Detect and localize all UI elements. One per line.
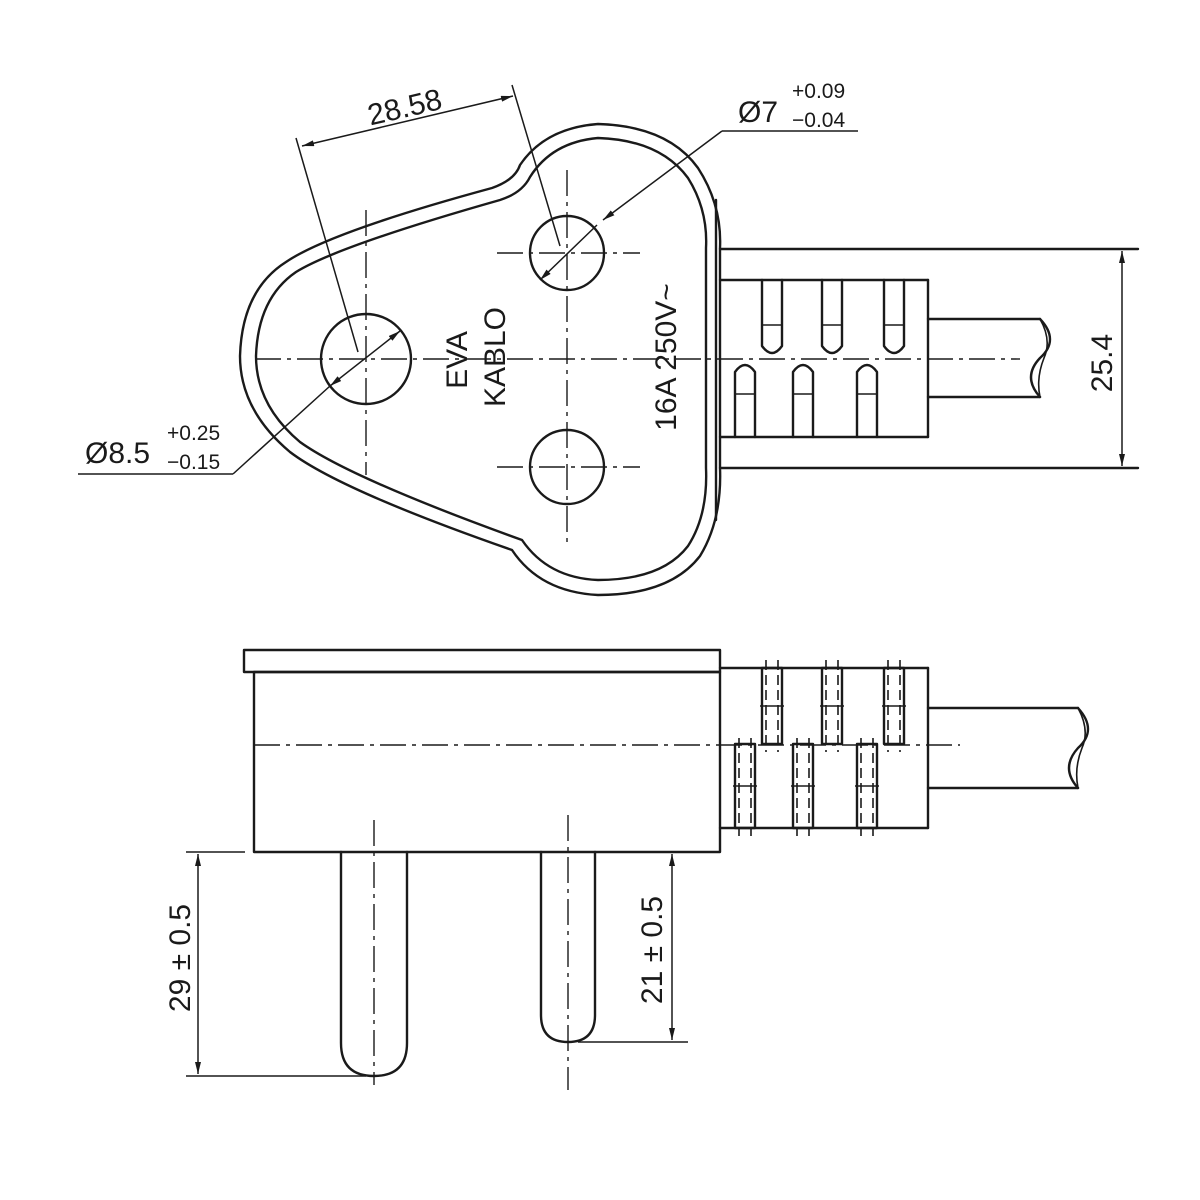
dim-pin-spacing-label: 28.58 [365, 83, 446, 132]
dim-long-pin [186, 851, 366, 1077]
long-pin [339, 850, 409, 1078]
plug-top-view: 28.58 Ø7 +0.09 −0.04 Ø8.5 +0.25 −0.15 25… [78, 80, 1140, 597]
dim-short-pin-label: 21 ± 0.5 [636, 896, 669, 1004]
dim-large-pin-tol-minus: −0.15 [167, 451, 220, 474]
earth-pin-circle [319, 312, 413, 406]
dim-long-pin-label: 29 ± 0.5 [164, 904, 197, 1012]
dim-small-pin [539, 130, 858, 281]
dim-short-pin [578, 851, 720, 1043]
plug-side-view: 29 ± 0.5 21 ± 0.5 [164, 648, 1090, 1090]
cable-grip-side [718, 660, 930, 836]
upper-pin-circle [528, 214, 606, 292]
cable-grip-top [718, 278, 930, 439]
plug-top-plate [242, 648, 722, 674]
dim-small-pin-value: Ø7 [738, 96, 778, 129]
plug-body-inner-outline [254, 136, 708, 582]
label-kablo: KABLO [479, 307, 512, 407]
dim-small-pin-tol-minus: −0.04 [792, 109, 845, 132]
dim-cable-width-label: 25.4 [1086, 334, 1119, 392]
cable-side [926, 706, 1090, 790]
dim-large-pin [78, 330, 401, 475]
short-pin [539, 850, 597, 1044]
label-eva: EVA [441, 331, 474, 389]
dim-small-pin-tol-plus: +0.09 [792, 80, 845, 103]
plug-body-outline [238, 122, 722, 597]
dim-pin-spacing [295, 84, 561, 353]
label-rating: 16A 250V~ [650, 283, 683, 431]
lower-pin-circle [528, 428, 606, 506]
plug-side-body [252, 670, 722, 854]
dim-large-pin-tol-plus: +0.25 [167, 422, 220, 445]
cable-top [718, 247, 1140, 470]
dim-large-pin-value: Ø8.5 [85, 437, 150, 470]
